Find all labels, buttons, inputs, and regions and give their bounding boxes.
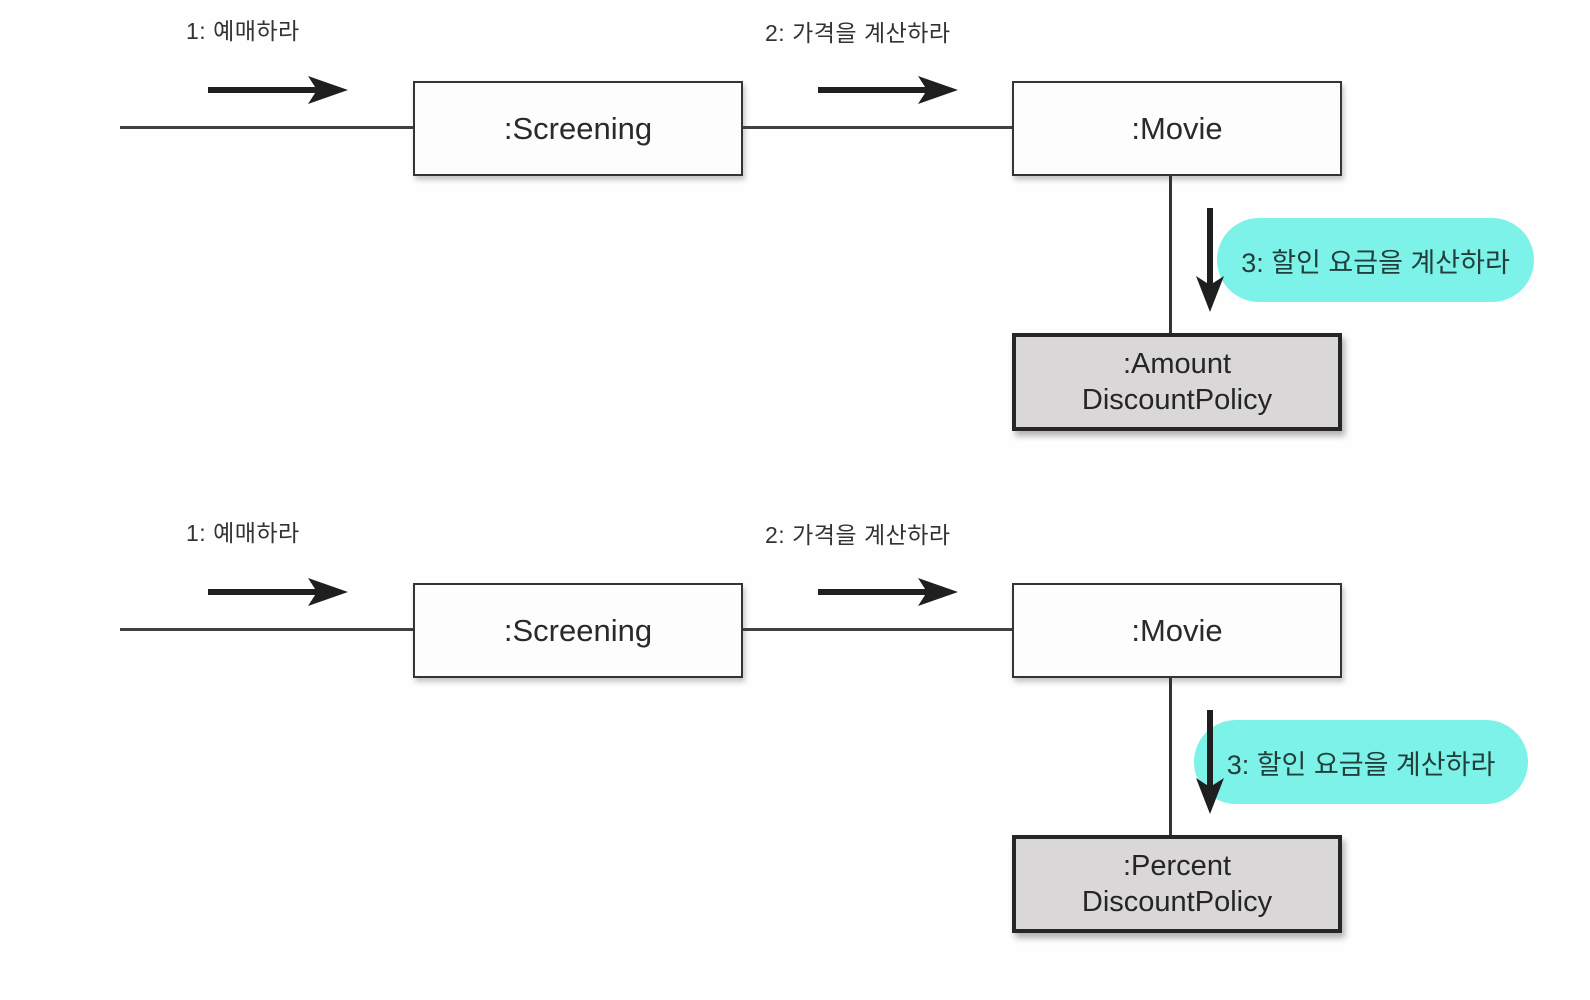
policy-label-line1: :Amount [1123,348,1231,380]
message-3-arrow-icon [1196,710,1224,814]
movie-label: :Movie [1131,110,1223,146]
diagram-percent-discount: 1: 예매하라 2: 가격을 계산하라 :Screening :Movie 3:… [0,502,1590,982]
incoming-link-line [120,126,413,129]
diagram-amount-discount: 1: 예매하라 2: 가격을 계산하라 :Screening :Movie 3:… [0,0,1590,480]
policy-label-line2: DiscountPolicy [1081,886,1273,918]
movie-label: :Movie [1131,612,1223,648]
object-box-discount-policy: :Amount DiscountPolicy [1012,333,1342,431]
message-2-arrow-icon [818,76,958,104]
message-1-arrow-icon [208,76,348,104]
object-box-movie: :Movie [1012,81,1342,176]
incoming-link-line [120,628,413,631]
message-2-arrow-icon [818,578,958,606]
screening-label: :Screening [503,110,653,146]
object-box-screening: :Screening [413,583,743,678]
message-3-arrow-icon [1196,208,1224,312]
screening-movie-link-line [743,628,1012,631]
message-1-arrow-icon [208,578,348,606]
screening-movie-link-line [743,126,1012,129]
movie-policy-link-line [1169,678,1172,836]
message-1-label: 1: 예매하라 [186,520,300,546]
message-1-label: 1: 예매하라 [186,18,300,44]
message-3-label-highlight: 3: 할인 요금을 계산하라 [1194,720,1528,804]
object-box-screening: :Screening [413,81,743,176]
message-3-label: 3: 할인 요금을 계산하라 [1226,749,1496,780]
message-3-label: 3: 할인 요금을 계산하라 [1241,247,1510,278]
policy-label-line2: DiscountPolicy [1081,384,1273,416]
movie-policy-link-line [1169,176,1172,334]
message-2-label: 2: 가격을 계산하라 [765,522,951,548]
message-2-label: 2: 가격을 계산하라 [765,20,951,46]
screening-label: :Screening [503,612,653,648]
message-3-label-highlight: 3: 할인 요금을 계산하라 [1217,218,1534,302]
object-box-movie: :Movie [1012,583,1342,678]
object-box-discount-policy: :Percent DiscountPolicy [1012,835,1342,933]
policy-label-line1: :Percent [1123,850,1231,882]
